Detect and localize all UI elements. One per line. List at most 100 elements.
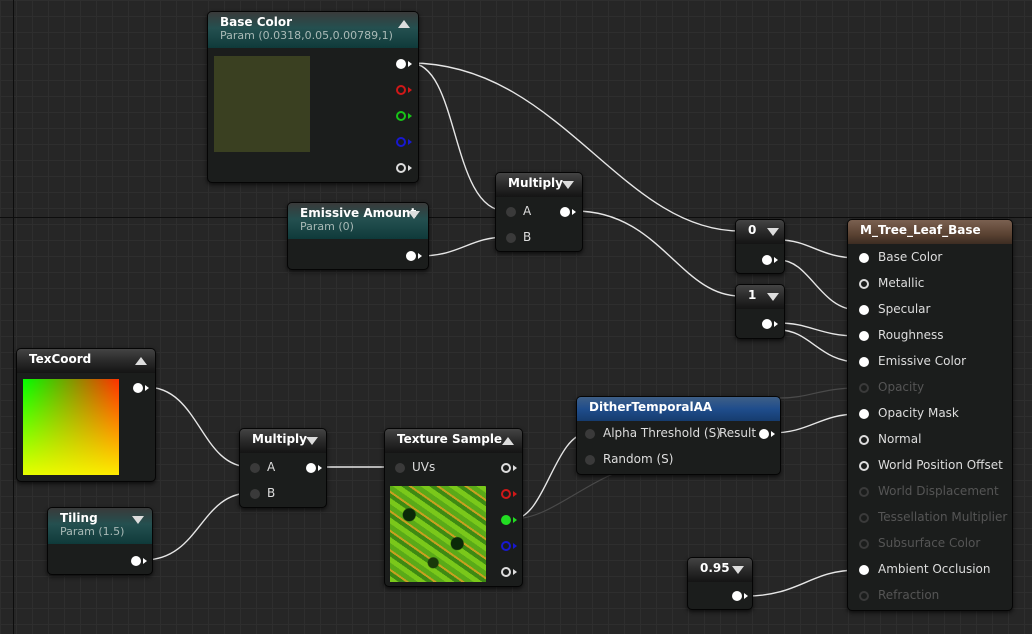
material-input-label: World Position Offset	[878, 458, 1003, 472]
output-pin-a[interactable]	[396, 163, 406, 173]
input-pin-random[interactable]	[585, 455, 595, 465]
expand-arrow-icon[interactable]	[732, 566, 744, 574]
output-pin-rgba[interactable]	[396, 59, 406, 69]
pin-arrow-icon	[572, 209, 576, 215]
wire-emissive-to-multiply-b[interactable]	[419, 236, 507, 257]
input-pin-a[interactable]	[506, 207, 516, 217]
material-input-label: Refraction	[878, 588, 940, 602]
dither-node-header[interactable]: DitherTemporalAA	[577, 397, 780, 421]
emissive-amount-node[interactable]: Emissive Amount Param (0)	[287, 202, 429, 270]
pin-label-b: B	[267, 486, 276, 500]
output-pin-result[interactable]	[759, 429, 769, 439]
expand-arrow-icon[interactable]	[306, 437, 318, 445]
wire-tiling-to-multiply-b[interactable]	[143, 492, 251, 561]
constant-node-0[interactable]: 0	[735, 219, 785, 274]
tiling-node[interactable]: Tiling Param (1.5)	[47, 507, 153, 575]
leaf-texture-preview	[390, 486, 486, 582]
constant-node-095[interactable]: 0.95	[687, 557, 753, 610]
graph-origin-axis-vertical	[13, 0, 14, 634]
texcoord-node-header[interactable]: TexCoord	[17, 349, 155, 373]
node-title: 0.95	[700, 561, 730, 575]
pin-arrow-icon	[771, 431, 775, 437]
output-pin-a[interactable]	[501, 567, 511, 577]
output-pin-b[interactable]	[396, 137, 406, 147]
material-input-pin[interactable]	[859, 435, 869, 445]
node-title: Texture Sample	[397, 432, 503, 446]
output-pin-rgb[interactable]	[501, 463, 511, 473]
base-color-node[interactable]: Base Color Param (0.0318,0.05,0.00789,1)	[207, 11, 419, 183]
multiply-node-header[interactable]: Multiply	[496, 173, 582, 197]
node-title: Multiply	[508, 176, 563, 190]
multiply-node-top[interactable]: Multiply A B	[495, 172, 583, 252]
output-pin-r[interactable]	[501, 489, 511, 499]
constant-node-header[interactable]: 0.95	[688, 558, 752, 582]
input-pin-alpha-threshold[interactable]	[585, 429, 595, 439]
expand-arrow-icon[interactable]	[767, 293, 779, 301]
tiling-node-header[interactable]: Tiling Param (1.5)	[48, 508, 152, 544]
texture-sample-node-header[interactable]: Texture Sample	[385, 429, 522, 453]
pin-arrow-icon	[513, 491, 517, 497]
pin-arrow-icon	[513, 569, 517, 575]
wire-basecolor-to-multiply-a[interactable]	[409, 62, 507, 212]
material-input-pin[interactable]	[859, 305, 869, 315]
texcoord-node[interactable]: TexCoord	[16, 348, 156, 482]
expand-arrow-icon[interactable]	[767, 228, 779, 236]
output-pin[interactable]	[762, 255, 772, 265]
node-subtitle: Param (0)	[300, 220, 354, 233]
input-pin-b[interactable]	[506, 233, 516, 243]
material-input-pin[interactable]	[859, 565, 869, 575]
material-input-pin	[859, 539, 869, 549]
wire-texcoord-to-multiply-a[interactable]	[145, 386, 251, 468]
output-pin-g[interactable]	[396, 111, 406, 121]
material-input-pin[interactable]	[859, 279, 869, 289]
material-input-pin[interactable]	[859, 253, 869, 263]
expand-arrow-icon[interactable]	[562, 181, 574, 189]
pin-arrow-icon	[774, 321, 778, 327]
expand-arrow-icon[interactable]	[132, 516, 144, 524]
wire-const1-to-emissive-pin[interactable]	[778, 329, 859, 363]
output-pin-r[interactable]	[396, 85, 406, 95]
material-input-pin[interactable]	[859, 331, 869, 341]
multiply-node-bottom[interactable]: Multiply A B	[239, 428, 327, 508]
input-pin-uvs[interactable]	[395, 463, 405, 473]
expand-arrow-icon[interactable]	[408, 211, 420, 219]
material-input-pin[interactable]	[859, 357, 869, 367]
output-pin[interactable]	[133, 383, 143, 393]
pin-arrow-icon	[418, 253, 422, 259]
base-color-node-header[interactable]: Base Color Param (0.0318,0.05,0.00789,1)	[208, 12, 418, 48]
wire-const0-to-specular-pin[interactable]	[778, 259, 859, 311]
output-pin-b[interactable]	[501, 541, 511, 551]
output-pin[interactable]	[732, 591, 742, 601]
output-pin[interactable]	[762, 319, 772, 329]
material-input-pin[interactable]	[859, 409, 869, 419]
output-pin[interactable]	[560, 207, 570, 217]
constant-node-header[interactable]: 1	[736, 285, 784, 309]
constant-node-header[interactable]: 0	[736, 220, 784, 244]
output-pin-g[interactable]	[501, 515, 511, 525]
collapse-arrow-icon[interactable]	[502, 437, 514, 445]
texture-sample-node[interactable]: Texture Sample UVs	[384, 428, 523, 587]
input-pin-a[interactable]	[250, 463, 260, 473]
dither-temporal-aa-node[interactable]: DitherTemporalAA Alpha Threshold (S) Res…	[576, 396, 781, 475]
output-pin[interactable]	[131, 556, 141, 566]
output-pin[interactable]	[406, 251, 416, 261]
constant-node-1[interactable]: 1	[735, 284, 785, 339]
pin-label-uvs: UVs	[412, 460, 436, 474]
wire-const095-to-ao-pin[interactable]	[745, 569, 859, 597]
output-pin[interactable]	[306, 463, 316, 473]
node-subtitle: Param (0.0318,0.05,0.00789,1)	[220, 29, 393, 42]
collapse-arrow-icon[interactable]	[398, 20, 410, 28]
multiply-node-header[interactable]: Multiply	[240, 429, 326, 453]
node-title: Multiply	[252, 432, 307, 446]
emissive-amount-node-header[interactable]: Emissive Amount Param (0)	[288, 203, 428, 239]
pin-label-result: Result	[719, 426, 757, 440]
collapse-arrow-icon[interactable]	[135, 357, 147, 365]
wire-basecolor-to-const0[interactable]	[409, 62, 741, 232]
material-input-label: Tessellation Multiplier	[878, 510, 1008, 524]
input-pin-b[interactable]	[250, 489, 260, 499]
material-node-header[interactable]: M_Tree_Leaf_Base	[848, 220, 1012, 244]
wire-dither-to-opacitymask-pin[interactable]	[770, 413, 859, 434]
material-input-pin[interactable]	[859, 461, 869, 471]
wire-multiply-to-const1[interactable]	[574, 210, 741, 297]
